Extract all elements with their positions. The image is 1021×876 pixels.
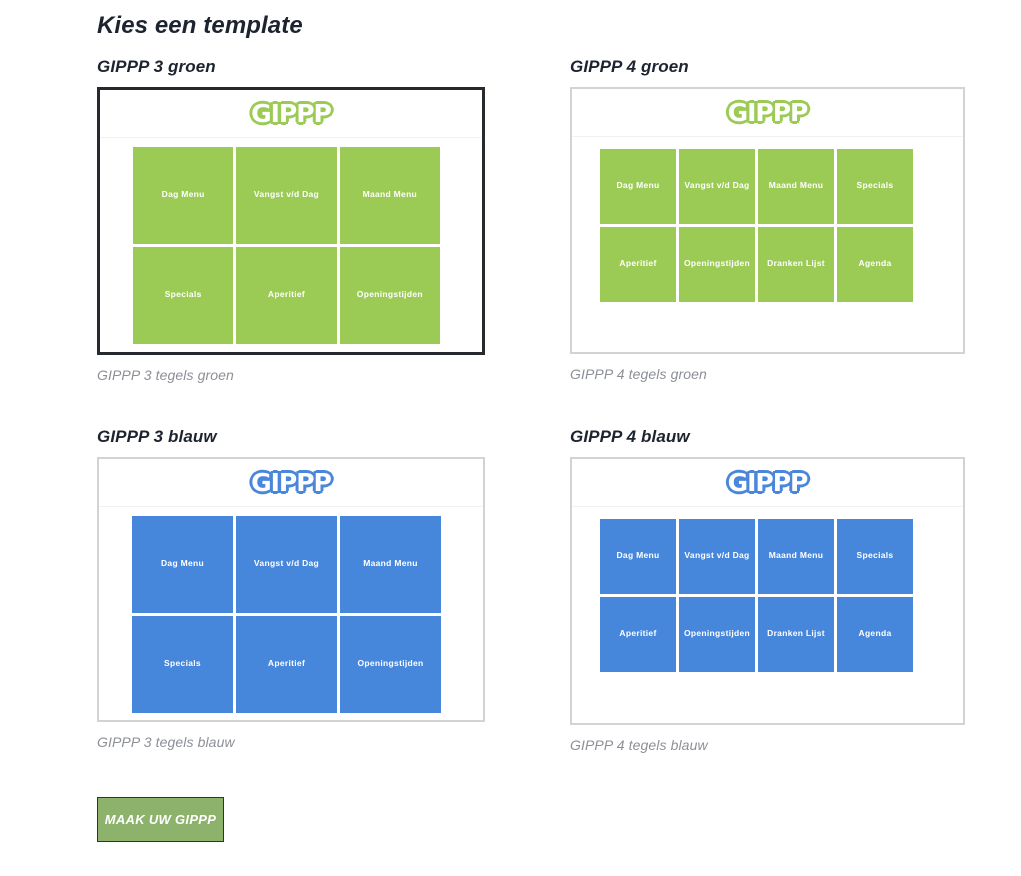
tile-grid-wrap: Dag Menu Vangst v/d Dag Maand Menu Speci… bbox=[572, 507, 963, 672]
gippp-logo: GIPPP bbox=[726, 98, 811, 127]
template-option-gippp-4-groen[interactable]: GIPPP 4 groen GIPPP Dag Menu Vangst v/d … bbox=[570, 57, 965, 382]
tile[interactable]: Vangst v/d Dag bbox=[679, 149, 755, 224]
gippp-logo: GIPPP bbox=[726, 468, 811, 497]
tile[interactable]: Aperitief bbox=[236, 616, 337, 713]
tile[interactable]: Dranken Lijst bbox=[758, 227, 834, 302]
template-heading: GIPPP 3 blauw bbox=[97, 427, 217, 446]
template-caption: GIPPP 3 tegels groen bbox=[97, 367, 234, 383]
gippp-logo: GIPPP bbox=[249, 468, 334, 497]
tile[interactable]: Dag Menu bbox=[600, 149, 676, 224]
preview-header: GIPPP bbox=[100, 90, 482, 138]
tile[interactable]: Maand Menu bbox=[339, 147, 440, 244]
preview-header: GIPPP bbox=[572, 89, 963, 137]
page-title: Kies een template bbox=[97, 12, 303, 39]
tile-grid-wrap: Dag Menu Vangst v/d Dag Maand Menu Speci… bbox=[572, 137, 963, 302]
tile[interactable]: Agenda bbox=[837, 597, 913, 672]
template-preview[interactable]: GIPPP Dag Menu Vangst v/d Dag Maand Menu… bbox=[570, 457, 965, 725]
tile[interactable]: Dag Menu bbox=[132, 516, 233, 613]
tile[interactable]: Agenda bbox=[837, 227, 913, 302]
tile-grid-wrap: Dag Menu Vangst v/d Dag Maand Menu Speci… bbox=[99, 507, 483, 713]
maak-uw-gippp-button[interactable]: MAAK UW GIPPP bbox=[97, 797, 224, 842]
preview-header: GIPPP bbox=[572, 459, 963, 507]
template-caption: GIPPP 3 tegels blauw bbox=[97, 734, 235, 750]
tile[interactable]: Openingstijden bbox=[679, 597, 755, 672]
tile[interactable]: Openingstijden bbox=[679, 227, 755, 302]
template-option-gippp-4-blauw[interactable]: GIPPP 4 blauw GIPPP Dag Menu Vangst v/d … bbox=[570, 427, 965, 753]
template-heading: GIPPP 3 groen bbox=[97, 57, 216, 76]
template-heading: GIPPP 4 blauw bbox=[570, 427, 690, 446]
template-preview[interactable]: GIPPP Dag Menu Vangst v/d Dag Maand Menu… bbox=[97, 87, 485, 355]
template-preview[interactable]: GIPPP Dag Menu Vangst v/d Dag Maand Menu… bbox=[97, 457, 485, 722]
tile[interactable]: Dranken Lijst bbox=[758, 597, 834, 672]
tile-grid: Dag Menu Vangst v/d Dag Maand Menu Speci… bbox=[600, 519, 913, 672]
template-preview[interactable]: GIPPP Dag Menu Vangst v/d Dag Maand Menu… bbox=[570, 87, 965, 354]
tile[interactable]: Aperitief bbox=[236, 247, 337, 344]
template-caption: GIPPP 4 tegels groen bbox=[570, 366, 707, 382]
tile[interactable]: Vangst v/d Dag bbox=[236, 516, 337, 613]
template-option-gippp-3-blauw[interactable]: GIPPP 3 blauw GIPPP Dag Menu Vangst v/d … bbox=[97, 427, 485, 750]
tile[interactable]: Vangst v/d Dag bbox=[236, 147, 337, 244]
tile[interactable]: Openingstijden bbox=[340, 616, 441, 713]
tile[interactable]: Aperitief bbox=[600, 227, 676, 302]
tile[interactable]: Maand Menu bbox=[758, 519, 834, 594]
tile[interactable]: Dag Menu bbox=[600, 519, 676, 594]
tile-grid: Dag Menu Vangst v/d Dag Maand Menu Speci… bbox=[600, 149, 913, 302]
tile[interactable]: Specials bbox=[132, 616, 233, 713]
tile-grid-wrap: Dag Menu Vangst v/d Dag Maand Menu Speci… bbox=[100, 138, 482, 344]
tile-grid: Dag Menu Vangst v/d Dag Maand Menu Speci… bbox=[132, 516, 441, 713]
tile[interactable]: Maand Menu bbox=[340, 516, 441, 613]
tile[interactable]: Specials bbox=[837, 149, 913, 224]
tile[interactable]: Aperitief bbox=[600, 597, 676, 672]
tile[interactable]: Dag Menu bbox=[133, 147, 234, 244]
tile[interactable]: Specials bbox=[837, 519, 913, 594]
tile-grid: Dag Menu Vangst v/d Dag Maand Menu Speci… bbox=[133, 147, 440, 344]
preview-header: GIPPP bbox=[99, 459, 483, 507]
template-caption: GIPPP 4 tegels blauw bbox=[570, 737, 708, 753]
template-option-gippp-3-groen[interactable]: GIPPP 3 groen GIPPP Dag Menu Vangst v/d … bbox=[97, 57, 485, 383]
tile[interactable]: Maand Menu bbox=[758, 149, 834, 224]
gippp-logo: GIPPP bbox=[249, 99, 334, 128]
tile[interactable]: Specials bbox=[133, 247, 234, 344]
tile[interactable]: Openingstijden bbox=[339, 247, 440, 344]
tile[interactable]: Vangst v/d Dag bbox=[679, 519, 755, 594]
template-heading: GIPPP 4 groen bbox=[570, 57, 689, 76]
